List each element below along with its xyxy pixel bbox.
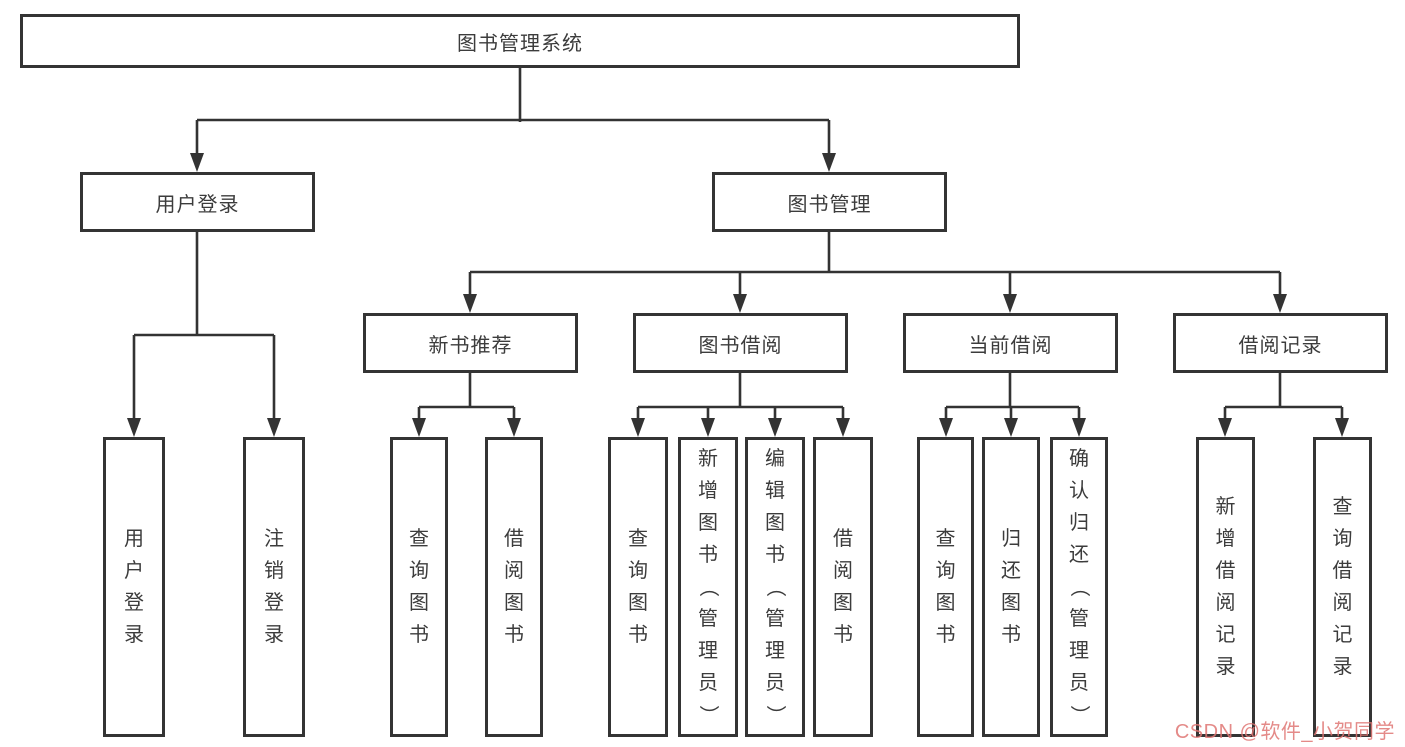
leaf-borrow-books: 借阅图书 (813, 437, 873, 737)
vertical-char: 登 (264, 592, 284, 614)
vertical-char: 书 (833, 624, 853, 646)
vertical-char: 书 (1001, 624, 1021, 646)
vertical-char: 查 (1332, 496, 1353, 518)
vertical-char: 新 (1215, 496, 1236, 518)
vertical-char: 书 (935, 624, 956, 646)
vertical-char: 图 (765, 512, 785, 534)
node-root-library-management-system: 图书管理系统 (20, 14, 1020, 68)
vertical-char: 图 (935, 592, 956, 614)
node-new-book-recommend: 新书推荐 (363, 313, 578, 373)
leaf-confirm-return-admin: 确认归还 （ 管理员 ） (1050, 437, 1108, 737)
vertical-char: 用 (124, 528, 144, 550)
vertical-char: 借 (833, 528, 853, 550)
vertical-char: 员 (1069, 672, 1089, 694)
vertical-char: 书 (765, 544, 785, 566)
vertical-char: 理 (698, 640, 718, 662)
rotated-paren-char: ） (697, 705, 719, 725)
leaf-query-books-borrowing: 查询图书 (608, 437, 668, 737)
leaf-add-borrow-record: 新增借阅记录 (1196, 437, 1255, 737)
vertical-char: 还 (1069, 544, 1089, 566)
vertical-char: 归 (1069, 512, 1089, 534)
vertical-char: 图 (833, 592, 853, 614)
vertical-char: 询 (935, 560, 956, 582)
vertical-char: 员 (765, 672, 785, 694)
rotated-paren-char: （ (697, 577, 719, 597)
rotated-paren-char: （ (764, 577, 786, 597)
vertical-char: 阅 (504, 560, 524, 582)
connector-lines (132, 68, 1344, 421)
leaf-borrow-books-recommend: 借阅图书 (485, 437, 543, 737)
leaf-add-books-admin: 新增图书 （ 管理员 ） (678, 437, 738, 737)
leaf-query-books-recommend: 查询图书 (390, 437, 448, 737)
vertical-char: 录 (1215, 656, 1236, 678)
vertical-char: 录 (264, 624, 284, 646)
node-book-borrowing: 图书借阅 (633, 313, 848, 373)
vertical-char: 理 (765, 640, 785, 662)
csdn-watermark: CSDN @软件_小贺同学 (1174, 721, 1395, 743)
vertical-char: 记 (1332, 624, 1353, 646)
leaf-user-login: 用户登录 (103, 437, 165, 737)
vertical-char: 书 (698, 544, 718, 566)
vertical-char: 查 (935, 528, 956, 550)
leaf-return-books: 归还图书 (982, 437, 1040, 737)
vertical-char: 户 (124, 560, 144, 582)
vertical-char: 阅 (833, 560, 853, 582)
vertical-char: 辑 (765, 480, 785, 502)
vertical-char: 询 (1332, 528, 1353, 550)
vertical-char: 借 (1215, 560, 1236, 582)
leaf-query-borrow-record: 查询借阅记录 (1313, 437, 1372, 737)
node-current-borrowing: 当前借阅 (903, 313, 1118, 373)
vertical-char: 书 (504, 624, 524, 646)
vertical-char: 书 (628, 624, 648, 646)
vertical-char: 管 (698, 608, 718, 630)
vertical-char: 阅 (1332, 592, 1353, 614)
arrow-down-icons (127, 153, 1349, 437)
vertical-char: 借 (1332, 560, 1353, 582)
vertical-char: 还 (1001, 560, 1021, 582)
node-user-login: 用户登录 (80, 172, 315, 232)
vertical-char: 确 (1069, 448, 1089, 470)
vertical-char: 查 (409, 528, 429, 550)
vertical-char: 员 (698, 672, 718, 694)
vertical-char: 询 (409, 560, 429, 582)
vertical-char: 增 (698, 480, 718, 502)
vertical-char: 销 (264, 560, 284, 582)
vertical-char: 增 (1215, 528, 1236, 550)
vertical-char: 认 (1069, 480, 1089, 502)
leaf-edit-books-admin: 编辑图书 （ 管理员 ） (745, 437, 805, 737)
vertical-char: 理 (1069, 640, 1089, 662)
vertical-char: 录 (124, 624, 144, 646)
vertical-char: 借 (504, 528, 524, 550)
rotated-paren-char: ） (1068, 705, 1090, 725)
leaf-logout: 注销登录 (243, 437, 305, 737)
vertical-char: 图 (1001, 592, 1021, 614)
vertical-char: 图 (504, 592, 524, 614)
vertical-char: 注 (264, 528, 284, 550)
vertical-char: 登 (124, 592, 144, 614)
vertical-char: 管 (1069, 608, 1089, 630)
rotated-paren-char: （ (1068, 577, 1090, 597)
rotated-paren-char: ） (764, 705, 786, 725)
node-borrowing-records: 借阅记录 (1173, 313, 1388, 373)
vertical-char: 管 (765, 608, 785, 630)
vertical-char: 图 (409, 592, 429, 614)
vertical-char: 图 (698, 512, 718, 534)
vertical-char: 记 (1215, 624, 1236, 646)
vertical-char: 新 (698, 448, 718, 470)
leaf-query-books-current: 查询图书 (917, 437, 974, 737)
vertical-char: 录 (1332, 656, 1353, 678)
vertical-char: 归 (1001, 528, 1021, 550)
vertical-char: 查 (628, 528, 648, 550)
vertical-char: 图 (628, 592, 648, 614)
node-book-management: 图书管理 (712, 172, 947, 232)
vertical-char: 询 (628, 560, 648, 582)
vertical-char: 阅 (1215, 592, 1236, 614)
vertical-char: 编 (765, 448, 785, 470)
vertical-char: 书 (409, 624, 429, 646)
